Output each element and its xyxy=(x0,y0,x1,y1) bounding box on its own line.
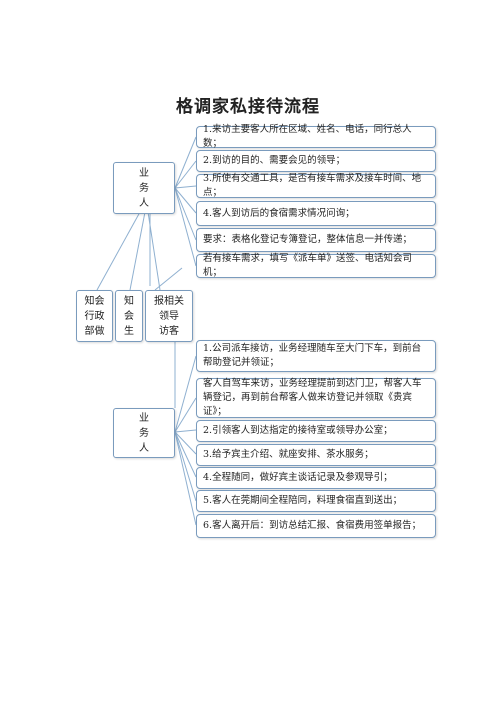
bottom-item-6: 5.客人在莞期间全程陪同，料理食宿直到送出； xyxy=(196,490,436,512)
connector-top-4 xyxy=(174,187,197,214)
page-title: 格调家私接待流程 xyxy=(176,97,320,117)
top-item-3: 3.所使有交通工具，是否有接车需求及接车时间、地点； xyxy=(196,173,436,198)
top-item-6: 若有接车需求，填写《派车单》送签、电话知会司机； xyxy=(196,253,436,278)
top-group-label: 业 务 人 xyxy=(113,162,175,214)
connector-top-2 xyxy=(174,160,197,189)
connector-bottom-1 xyxy=(174,355,197,433)
top-item-2: 2.到访的目的、需要会见的领导； xyxy=(196,150,436,172)
connector-top-1 xyxy=(174,136,197,189)
connector-bottom-6 xyxy=(174,431,197,502)
bottom-item-5: 4.全程随同，做好宾主谈话记录及参观导引； xyxy=(196,467,436,489)
bottom-group-label: 业 务 人 xyxy=(113,408,175,458)
connector-bottom-3 xyxy=(174,429,197,433)
connector-bottom-4 xyxy=(174,431,197,455)
notify-leader: 报相关 领导 访客 xyxy=(145,290,193,342)
connector-bottom-2 xyxy=(174,397,197,433)
bottom-item-7: 6.客人离开后：到访总结汇报、食宿费用签单报告； xyxy=(196,514,436,538)
connector-to-leader xyxy=(154,267,183,291)
bottom-item-4: 3.给予宾主介绍、就座安排、茶水服务； xyxy=(196,444,436,466)
bottom-item-3: 2.引领客人到达指定的接待室或领导办公室； xyxy=(196,420,436,442)
bottom-item-1: 1.公司派车接访，业务经理随车至大门下车，到前台帮助登记并领证； xyxy=(196,340,436,372)
connector-bottom-7 xyxy=(174,431,197,526)
top-item-4: 4.客人到访后的食宿需求情况问询； xyxy=(196,201,436,226)
connector-top-6 xyxy=(174,187,197,267)
bottom-item-2: 客人自驾车来访，业务经理提前到达门卫，帮客人车辆登记，再到前台帮客人做来访登记并… xyxy=(196,378,436,418)
connector-top-5 xyxy=(174,187,197,241)
top-item-5: 要求：表格化登记专簿登记，整体信息一并传递； xyxy=(196,228,436,252)
connector-notify-student xyxy=(129,211,146,291)
notify-student: 知 会 生 xyxy=(115,290,143,342)
notify-admin: 知会 行政 部做 xyxy=(76,290,113,342)
top-item-1: 1.来访主要客人所在区域、姓名、电话，同行总人数； xyxy=(196,124,436,149)
connector-notify-admin xyxy=(96,211,141,291)
connector-top-3 xyxy=(174,185,197,189)
connector-bottom-5 xyxy=(174,431,197,478)
